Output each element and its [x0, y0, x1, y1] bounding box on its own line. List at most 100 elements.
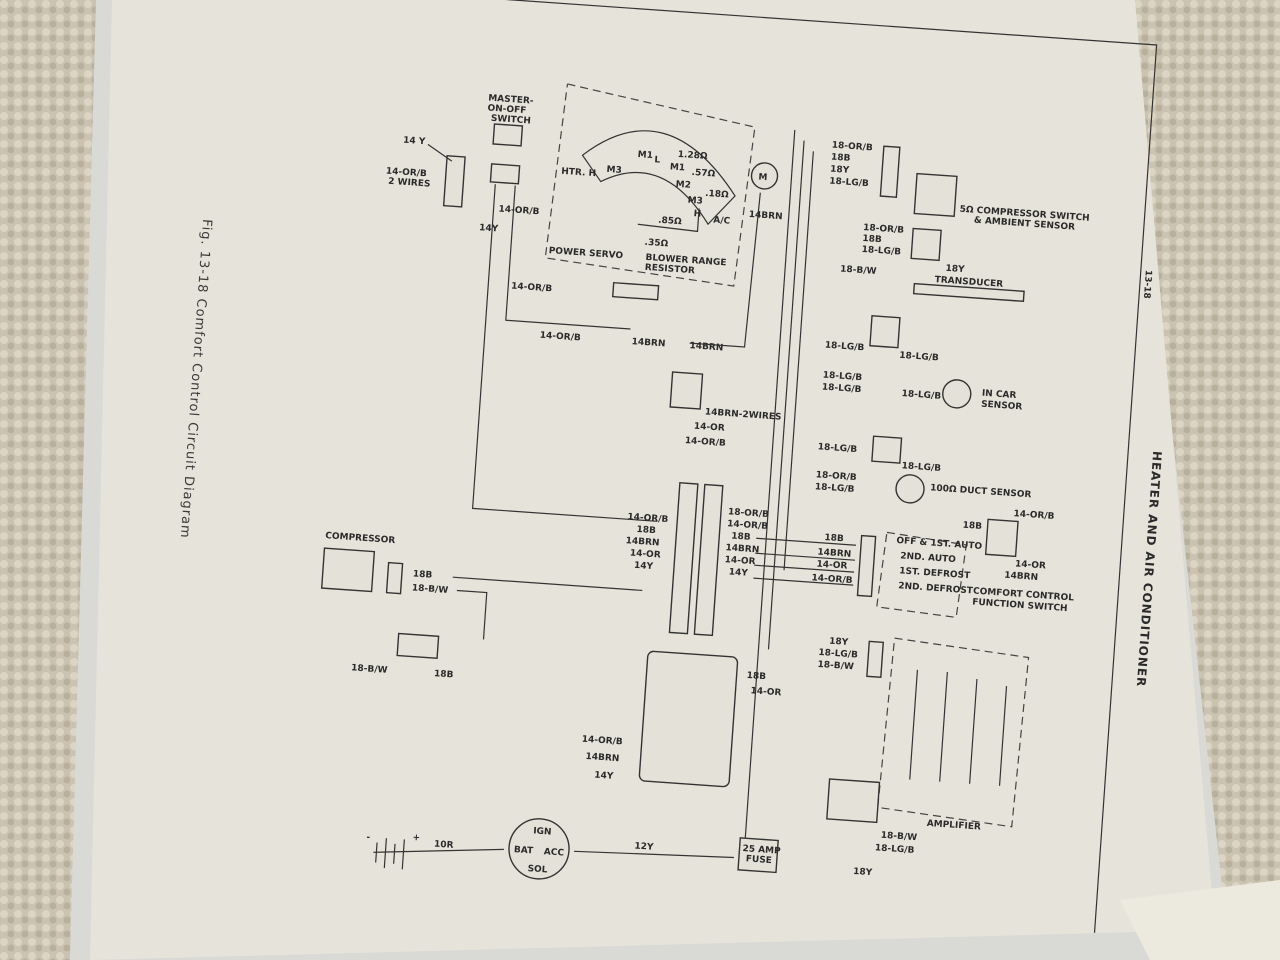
wire-label: 18B — [413, 569, 433, 580]
component-box — [856, 534, 877, 598]
wire-label: 18-LG/B — [822, 382, 862, 395]
wire-label: AMPLIFIER — [926, 819, 981, 833]
wire-label: M3 — [687, 196, 703, 207]
wire-label: BAT — [514, 845, 535, 856]
wire-label: M2 — [675, 180, 691, 191]
wire-label: RESISTOR — [644, 263, 695, 276]
component-circle — [942, 379, 972, 409]
wire-label: .57Ω — [691, 168, 716, 180]
wire-label: A/C — [713, 215, 731, 226]
wire-label: 2ND. AUTO — [900, 551, 957, 565]
wire-label: 14BRN — [725, 543, 759, 555]
wire — [743, 129, 796, 859]
component-box — [871, 435, 903, 464]
wire-label: M1 — [670, 162, 686, 173]
wire-label: TRANSDUCER — [934, 275, 1003, 290]
wire — [573, 850, 734, 859]
wire-label: SENSOR — [981, 400, 1023, 413]
wire-label: 2 WIRES — [388, 177, 431, 190]
wire — [909, 669, 1008, 786]
wire-label: 18-B/W — [817, 660, 854, 673]
page-number: 13-18 — [1141, 270, 1153, 299]
component-box — [492, 123, 524, 147]
wire-label: 14-OR — [630, 548, 662, 560]
wire — [755, 552, 855, 561]
wire-label: 18-OR/B — [831, 141, 873, 154]
wire-label: .85Ω — [658, 216, 683, 228]
wire-label: 18-LG/B — [817, 442, 857, 455]
wire-label: 18B — [746, 671, 766, 682]
component-box — [912, 282, 1025, 303]
wire-label: - — [366, 833, 371, 843]
wire-label: 18B — [434, 669, 454, 680]
wire-label: 14BRN — [817, 548, 851, 560]
component-box — [693, 483, 724, 637]
component-box — [396, 632, 440, 660]
wire-label: 12Y — [634, 842, 654, 853]
wire-label: 10R — [434, 840, 454, 851]
connector — [442, 155, 466, 208]
component-box — [910, 227, 942, 262]
wire-label: 14-OR/B — [539, 331, 581, 344]
wire-label: ON-OFF — [487, 103, 526, 116]
wire-label: M — [758, 173, 768, 184]
wire-label: 14BRN — [631, 337, 665, 349]
wire-label: 18-LG/B — [901, 389, 941, 402]
wire — [581, 130, 736, 226]
wire — [756, 537, 857, 546]
component-circle — [508, 818, 570, 880]
wire-label: 14BRN — [625, 536, 659, 548]
wire — [783, 151, 814, 571]
wire-label: M3 — [606, 165, 622, 176]
wire-label: 18B — [731, 532, 751, 543]
wire-label: 18-LG/B — [901, 461, 941, 474]
component-box — [320, 547, 376, 593]
wire-label: .35Ω — [644, 238, 669, 250]
component-box — [669, 371, 704, 410]
wire-label: 18Y — [830, 165, 850, 176]
wire — [544, 83, 756, 287]
wire-label: 18-B/W — [840, 264, 877, 277]
wire-label: 14Y — [479, 223, 499, 234]
wire-label: 14BRN — [1004, 571, 1038, 583]
component-box — [385, 561, 404, 595]
wire-label: 18-LG/B — [861, 245, 901, 258]
wire-label: 18-LG/B — [815, 482, 855, 495]
wire-label: 14-OR/B — [1013, 509, 1055, 522]
next-page-curl — [1120, 880, 1280, 960]
wire-label: 14-OR/B — [627, 512, 669, 525]
wire — [754, 564, 855, 573]
wire-label: 18-LG/B — [875, 843, 915, 856]
wire-label: 18-LG/B — [899, 351, 939, 364]
wire — [471, 184, 658, 522]
wire-label: 14Y — [594, 771, 614, 782]
wire-label: 18-LG/B — [818, 648, 858, 661]
wire-label: SOL — [527, 864, 548, 875]
component-box — [737, 837, 779, 874]
wire-label: 18Y — [945, 264, 965, 275]
wire-label: 14-OR/B — [811, 573, 853, 586]
component-box — [611, 281, 660, 301]
component-box — [913, 172, 958, 218]
wire-label: 25 AMP — [742, 844, 781, 857]
wire-label: 14-OR — [724, 555, 756, 567]
wire-label: 18Y — [853, 867, 873, 878]
wire-label: H — [693, 209, 701, 220]
wire-label: HTR. H — [561, 167, 596, 179]
wire — [505, 185, 631, 330]
wire — [637, 208, 700, 233]
wire-label: SWITCH — [490, 114, 531, 127]
wire-label: 18B — [962, 521, 982, 532]
wire — [876, 531, 967, 619]
wire-label: 18-OR/B — [728, 507, 770, 520]
wire-label: FUSE — [745, 854, 772, 866]
component-box — [638, 650, 739, 788]
component-box — [866, 640, 885, 679]
wire-label: 18-OR/B — [863, 223, 905, 236]
component-box — [826, 778, 881, 824]
wire-label: 18B — [824, 533, 844, 544]
component-box — [984, 518, 1019, 558]
wire-label: IGN — [533, 826, 552, 837]
wire-label: 14-OR/B — [511, 282, 553, 295]
